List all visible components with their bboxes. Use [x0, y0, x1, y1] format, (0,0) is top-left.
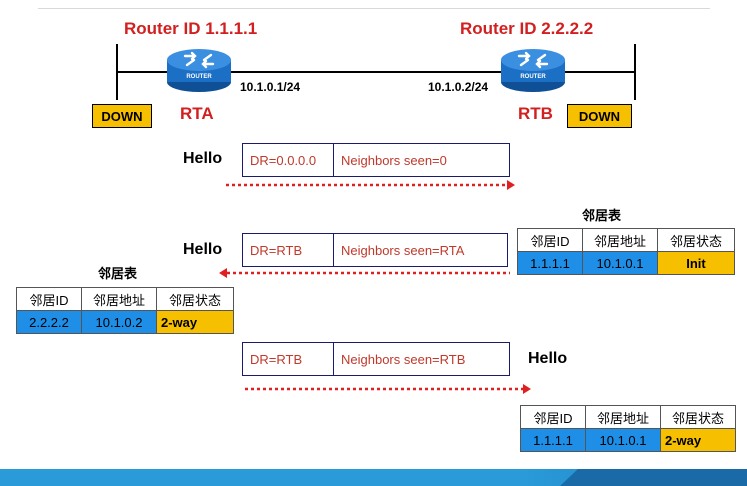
hello-label-1: Hello: [183, 150, 223, 167]
table-cell: 10.1.0.1: [585, 428, 661, 452]
top-divider: [38, 8, 710, 9]
packet-2-dr: DR=RTB: [243, 234, 334, 266]
rta-name: RTA: [180, 104, 214, 123]
table-cell: 1.1.1.1: [520, 428, 586, 452]
table-header: 邻居ID: [517, 228, 583, 252]
footer-accent-block: [578, 469, 747, 486]
rtb-router-icon: ROUTER: [499, 46, 567, 94]
rta-neighbor-table: 邻居ID 邻居地址 邻居状态 2.2.2.2 10.1.0.2 2-way: [16, 287, 234, 334]
packet-3-neighbors: Neighbors seen=RTB: [341, 351, 466, 367]
packet-3-dr: DR=RTB: [243, 343, 334, 375]
table-cell: 2.2.2.2: [16, 310, 82, 334]
table-cell-state: Init: [657, 251, 735, 275]
rta-router-icon: ROUTER: [165, 46, 233, 94]
table-header: 邻居ID: [520, 405, 586, 429]
rtb-router-label: ROUTER: [520, 74, 546, 80]
table-cell-state: 2-way: [660, 428, 736, 452]
hello-packet-1: DR=0.0.0.0 Neighbors seen=0: [242, 143, 510, 177]
table-cell: 1.1.1.1: [517, 251, 583, 275]
rtb-ip: 10.1.0.2/24: [428, 80, 489, 94]
table-header: 邻居状态: [156, 287, 234, 311]
rtb-neighbor-table-1: 邻居ID 邻居地址 邻居状态 1.1.1.1 10.1.0.1 Init: [517, 228, 735, 275]
rtb-router-id: Router ID 2.2.2.2: [460, 19, 594, 38]
table-cell: 10.1.0.1: [582, 251, 658, 275]
rta-neighbor-table-title: 邻居表: [98, 266, 138, 281]
table-header: 邻居地址: [585, 405, 661, 429]
hello-label-3: Hello: [528, 350, 568, 367]
rta-state-badge: DOWN: [92, 104, 152, 128]
arrow-rta-to-rtb-1: [226, 180, 515, 190]
table-header: 邻居地址: [582, 228, 658, 252]
packet-2-neighbors: Neighbors seen=RTA: [341, 242, 465, 258]
segment-end-right: [634, 44, 636, 100]
hello-label-2: Hello: [183, 241, 223, 258]
table-header: 邻居状态: [660, 405, 736, 429]
footer-accent: [560, 469, 578, 486]
hello-packet-3: DR=RTB Neighbors seen=RTB: [242, 342, 510, 376]
rta-ip: 10.1.0.1/24: [240, 80, 301, 94]
segment-end-left: [116, 44, 118, 100]
network-segment: [117, 71, 635, 73]
table-header: 邻居地址: [81, 287, 157, 311]
table-cell: 10.1.0.2: [81, 310, 157, 334]
rtb-neighbor-table-title: 邻居表: [582, 208, 622, 223]
rtb-neighbor-table-2: 邻居ID 邻居地址 邻居状态 1.1.1.1 10.1.0.1 2-way: [520, 405, 736, 452]
rta-router-label: ROUTER: [186, 74, 212, 80]
arrow-rta-to-rtb-2: [245, 384, 531, 394]
packet-1-dr: DR=0.0.0.0: [243, 144, 334, 176]
table-cell-state: 2-way: [156, 310, 234, 334]
rtb-name: RTB: [518, 104, 553, 123]
table-header: 邻居ID: [16, 287, 82, 311]
packet-1-neighbors: Neighbors seen=0: [341, 152, 447, 168]
rta-router-id: Router ID 1.1.1.1: [124, 19, 258, 38]
rtb-state-badge: DOWN: [567, 104, 632, 128]
table-header: 邻居状态: [657, 228, 735, 252]
arrow-rtb-to-rta: [219, 268, 510, 278]
hello-packet-2: DR=RTB Neighbors seen=RTA: [242, 233, 508, 267]
